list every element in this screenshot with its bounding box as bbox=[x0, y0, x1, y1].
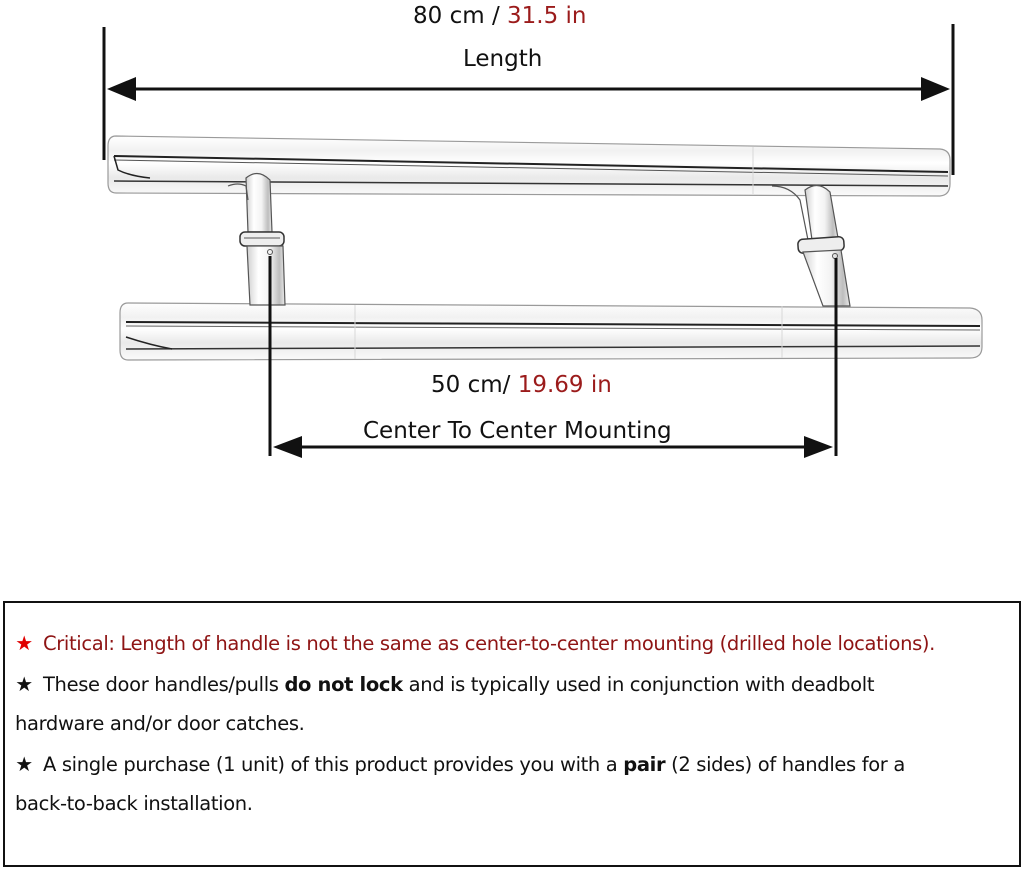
note-no-lock-text-after: and is typically used in conjunction wit… bbox=[402, 673, 875, 696]
door-handle-drawing bbox=[102, 24, 983, 458]
note-pair-bold: pair bbox=[623, 753, 666, 776]
note-pair-continuation: back-to-back installation. bbox=[15, 792, 253, 815]
center-to-center-dimension-line bbox=[268, 256, 838, 458]
handle-bottom-bar bbox=[119, 302, 983, 361]
length-dimension-line bbox=[102, 24, 955, 175]
length-metric: 80 cm / bbox=[413, 3, 500, 29]
star-icon: ★ bbox=[15, 631, 33, 655]
note-no-lock-text-before: These door handles/pulls bbox=[43, 673, 285, 696]
note-pair-text-before: A single purchase (1 unit) of this produ… bbox=[43, 753, 624, 776]
note-no-lock-bold: do not lock bbox=[284, 673, 403, 696]
handle-right-post bbox=[771, 184, 851, 307]
center-to-center-metric: 50 cm/ bbox=[431, 372, 511, 398]
handle-top-bar bbox=[107, 135, 951, 197]
center-to-center-imperial: 19.69 in bbox=[517, 372, 612, 398]
note-no-lock-continuation: hardware and/or door catches. bbox=[15, 712, 305, 735]
note-critical: ★ Critical: Length of handle is not the s… bbox=[13, 630, 935, 657]
center-to-center-label: Center To Center Mounting bbox=[363, 418, 672, 444]
note-pair: ★ A single purchase (1 unit) of this prod… bbox=[13, 751, 905, 778]
star-icon: ★ bbox=[15, 672, 33, 696]
note-no-lock: ★ These door handles/pulls do not lock an… bbox=[13, 671, 874, 698]
length-label: Length bbox=[463, 46, 543, 72]
length-imperial: 31.5 in bbox=[507, 3, 587, 29]
length-measurement: 80 cm / 31.5 in bbox=[413, 2, 587, 30]
notes-box: ★ Critical: Length of handle is not the s… bbox=[3, 601, 1021, 867]
note-pair-text-after: (2 sides) of handles for a bbox=[665, 753, 905, 776]
star-icon: ★ bbox=[15, 752, 33, 776]
center-to-center-measurement: 50 cm/ 19.69 in bbox=[431, 371, 612, 399]
note-critical-text: Critical: Length of handle is not the sa… bbox=[43, 632, 935, 655]
handle-left-post bbox=[227, 172, 286, 306]
